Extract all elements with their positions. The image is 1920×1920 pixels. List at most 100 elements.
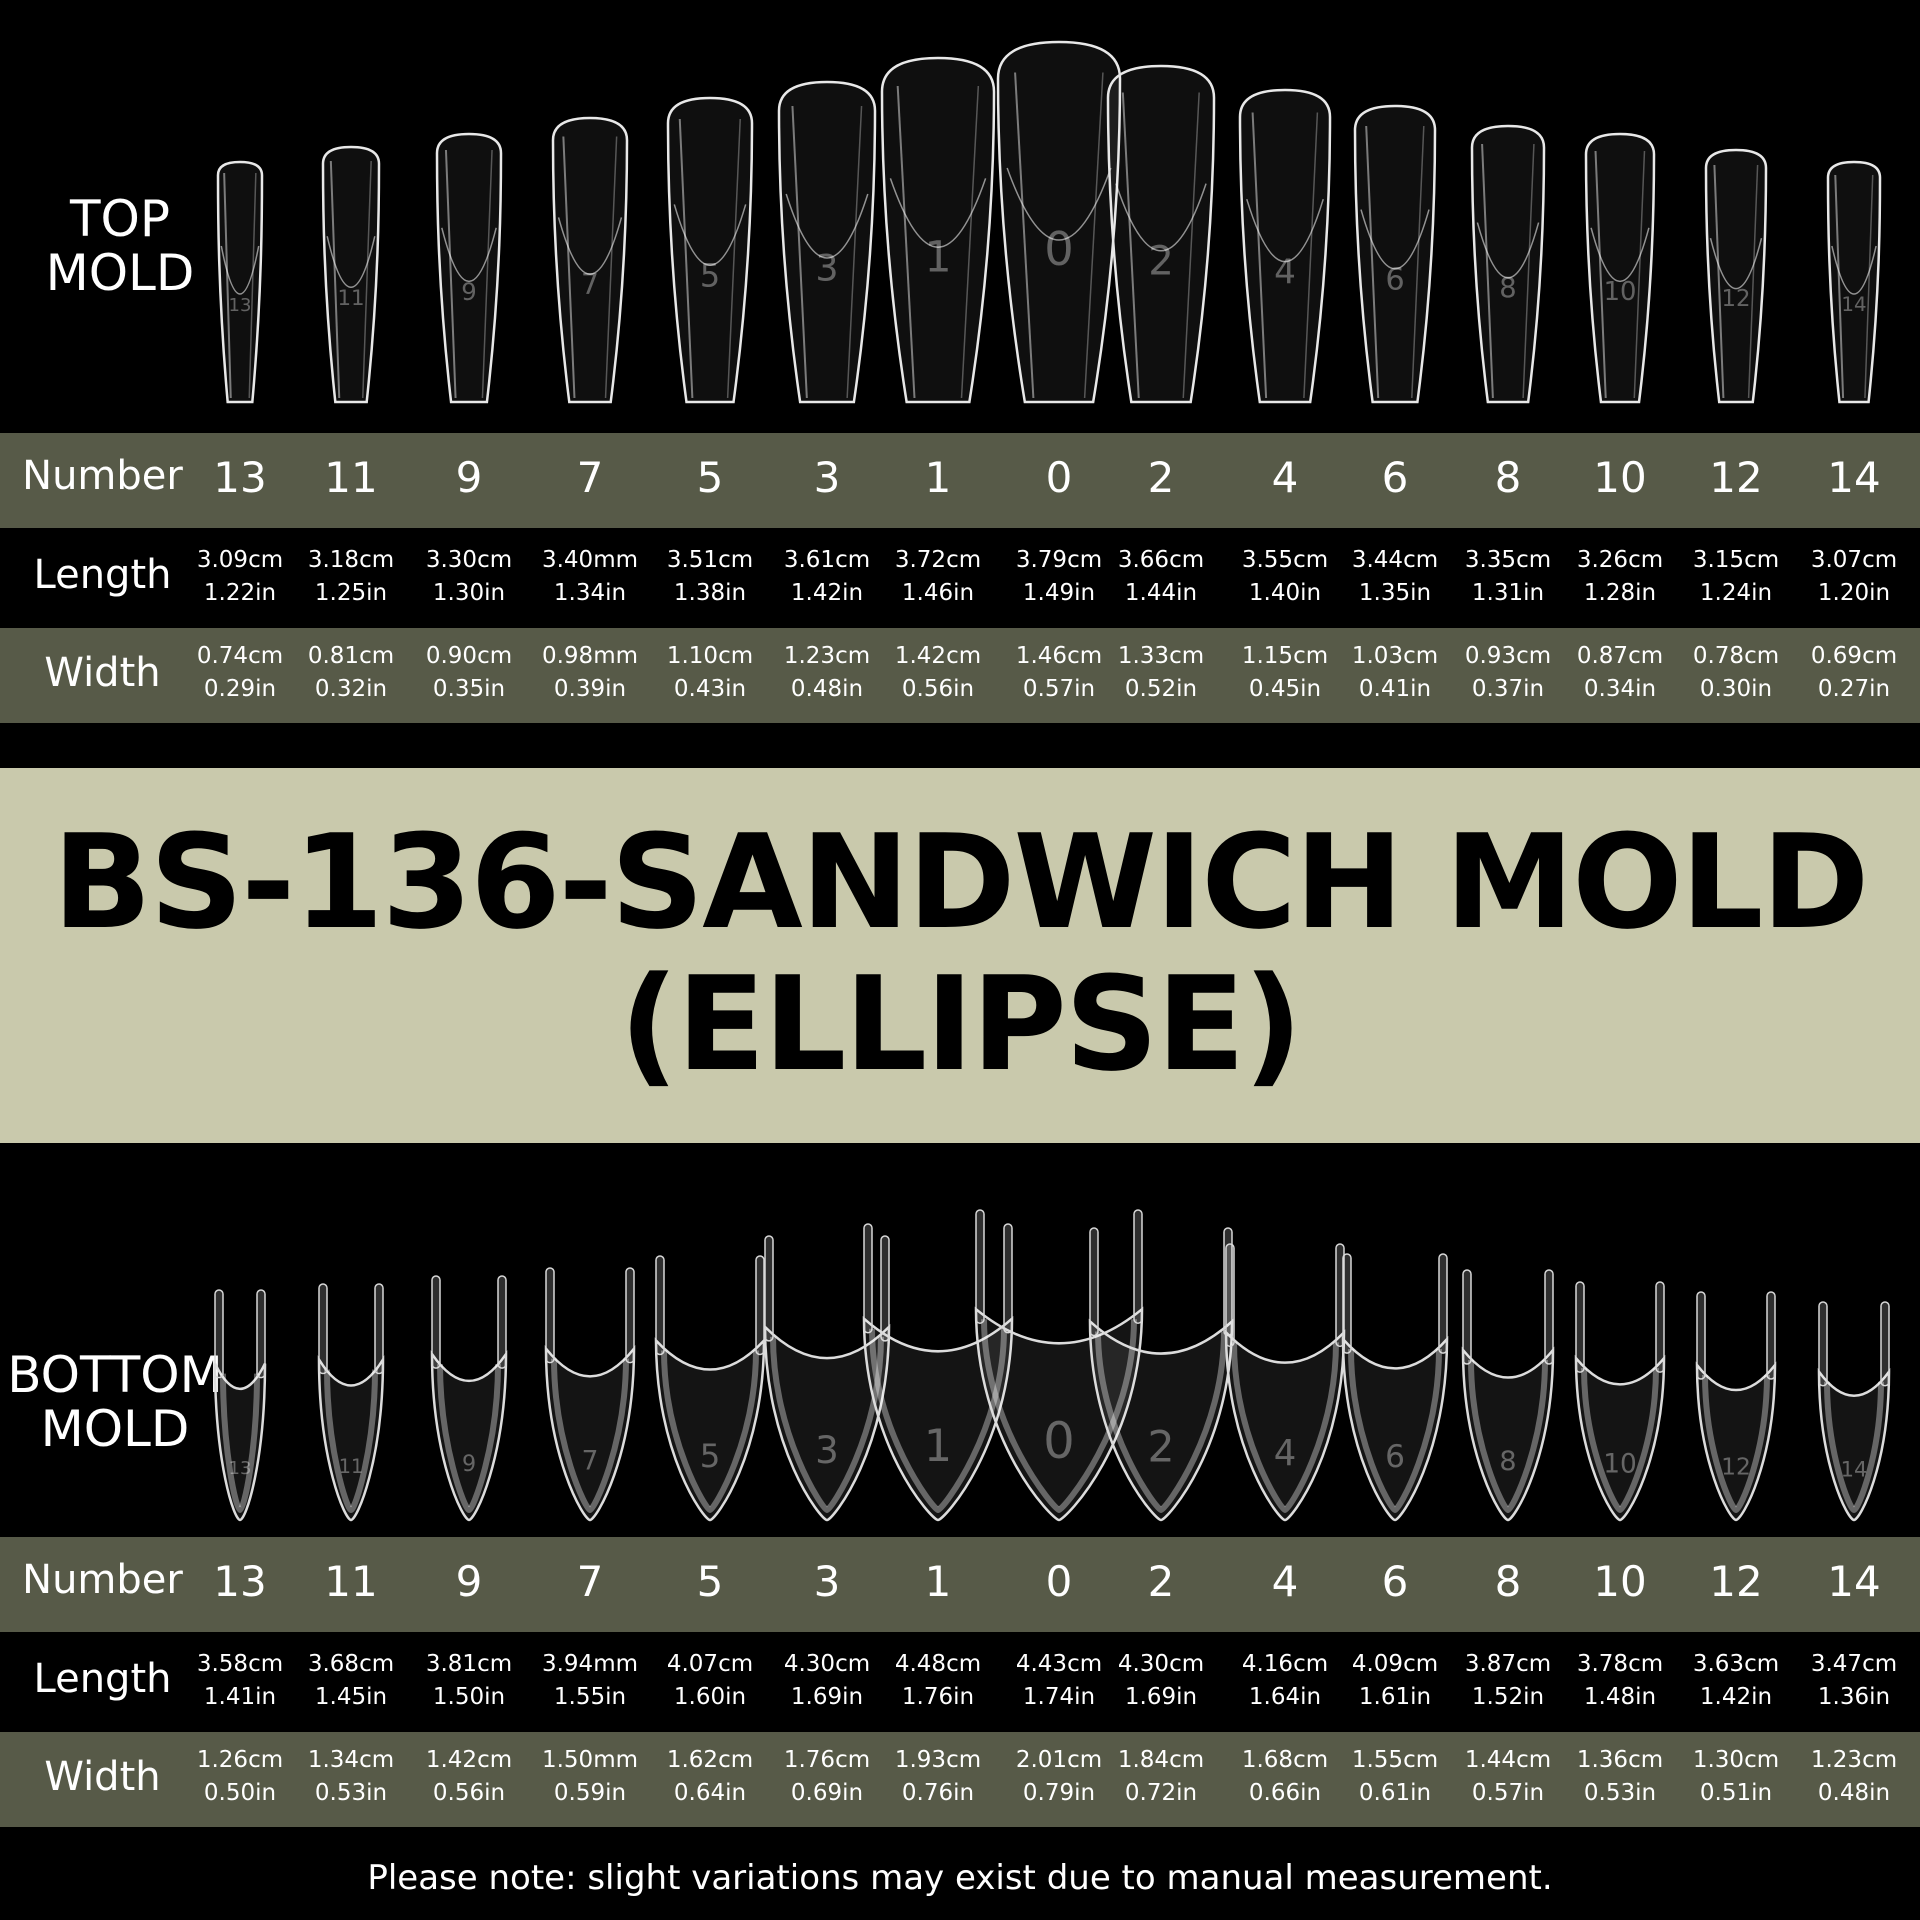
bottom-nail-number: 10 (1603, 1448, 1637, 1479)
top-length-in: 1.42in (790, 580, 864, 606)
top-nail-number: 7 (581, 268, 599, 301)
top-nail-number: 1 (924, 232, 951, 282)
bottom-length-cm: 3.94mm (541, 1651, 639, 1677)
top-width-cm: 1.33cm (1117, 643, 1205, 669)
bottom-number-cell: 3 (813, 1557, 841, 1606)
top-width-in: 0.48in (790, 676, 864, 702)
bottom-width-cm: 1.42cm (425, 1747, 513, 1773)
bottom-mold-label-line2: MOLD (40, 1400, 190, 1458)
bottom-nail: 5 (654, 1255, 766, 1522)
bottom-number-cell: 13 (213, 1557, 267, 1606)
top-number-cell: 3 (813, 453, 841, 502)
bottom-width-in: 0.51in (1699, 1780, 1773, 1806)
bottom-width-cm: 1.36cm (1576, 1747, 1664, 1773)
bottom-width-cm: 1.44cm (1464, 1747, 1552, 1773)
top-width-cm: 0.69cm (1810, 643, 1898, 669)
bottom-width-in: 0.69in (790, 1780, 864, 1806)
top-length-cm: 3.44cm (1351, 547, 1439, 573)
bottom-nail: 3 (763, 1235, 891, 1522)
top-width-in: 0.43in (673, 676, 747, 702)
top-length-cm: 3.51cm (666, 547, 754, 573)
bottom-nail: 1 (862, 1223, 1014, 1522)
top-nail: 14 (1826, 160, 1882, 404)
bottom-length-in: 1.74in (1022, 1684, 1096, 1710)
bottom-nail-number: 4 (1274, 1433, 1297, 1474)
top-length-in: 1.40in (1248, 580, 1322, 606)
top-width-cm: 1.03cm (1351, 643, 1439, 669)
top-number-cell: 1 (924, 453, 952, 502)
bottom-length-in: 1.61in (1358, 1684, 1432, 1710)
bottom-length-cm: 4.07cm (666, 1651, 754, 1677)
bottom-width-cm: 2.01cm (1015, 1747, 1103, 1773)
bottom-length-cm: 3.63cm (1692, 1651, 1780, 1677)
top-length-cm: 3.15cm (1692, 547, 1780, 573)
bottom-width-in: 0.61in (1358, 1780, 1432, 1806)
top-nail: 3 (777, 80, 877, 404)
top-width-cm: 1.46cm (1015, 643, 1103, 669)
bottom-nail-number: 8 (1499, 1446, 1516, 1477)
bottom-number-cell: 8 (1494, 1557, 1522, 1606)
bottom-width-in: 0.76in (901, 1780, 975, 1806)
top-length-in: 1.31in (1471, 580, 1545, 606)
bottom-width-in: 0.79in (1022, 1780, 1096, 1806)
bottom-width-cm: 1.34cm (307, 1747, 395, 1773)
bottom-width-in: 0.66in (1248, 1780, 1322, 1806)
bottom-width-label: Width (44, 1754, 161, 1800)
bottom-nail-number: 1 (924, 1421, 952, 1472)
bottom-width-in: 0.59in (553, 1780, 627, 1806)
top-width-cm: 0.81cm (307, 643, 395, 669)
bottom-length-in: 1.60in (673, 1684, 747, 1710)
bottom-width-cm: 1.26cm (196, 1747, 284, 1773)
top-nail: 13 (216, 160, 264, 404)
top-width-in: 0.52in (1124, 676, 1198, 702)
top-width-in: 0.45in (1248, 676, 1322, 702)
top-number-cell: 11 (324, 453, 378, 502)
top-width-in: 0.32in (314, 676, 388, 702)
top-nail: 4 (1238, 88, 1332, 404)
top-number-cell: 9 (455, 453, 483, 502)
bottom-length-in: 1.45in (314, 1684, 388, 1710)
bottom-width-cm: 1.62cm (666, 1747, 754, 1773)
top-number-cell: 4 (1271, 453, 1299, 502)
bottom-length-in: 1.41in (203, 1684, 277, 1710)
footnote: Please note: slight variations may exist… (367, 1858, 1553, 1898)
bottom-nail-number: 3 (815, 1428, 839, 1472)
bottom-length-cm: 3.78cm (1576, 1651, 1664, 1677)
top-nail: 9 (435, 132, 503, 404)
top-length-cm: 3.72cm (894, 547, 982, 573)
top-width-in: 0.30in (1699, 676, 1773, 702)
top-number-cell: 6 (1381, 453, 1409, 502)
top-length-in: 1.30in (432, 580, 506, 606)
top-length-cm: 3.66cm (1117, 547, 1205, 573)
bottom-length-cm: 4.48cm (894, 1651, 982, 1677)
top-nail: 12 (1704, 148, 1768, 404)
top-width-cm: 0.90cm (425, 643, 513, 669)
top-nail: 6 (1353, 104, 1437, 404)
top-length-in: 1.28in (1583, 580, 1657, 606)
top-nail-number: 2 (1148, 238, 1174, 284)
top-width-cm: 1.42cm (894, 643, 982, 669)
top-length-in: 1.25in (314, 580, 388, 606)
